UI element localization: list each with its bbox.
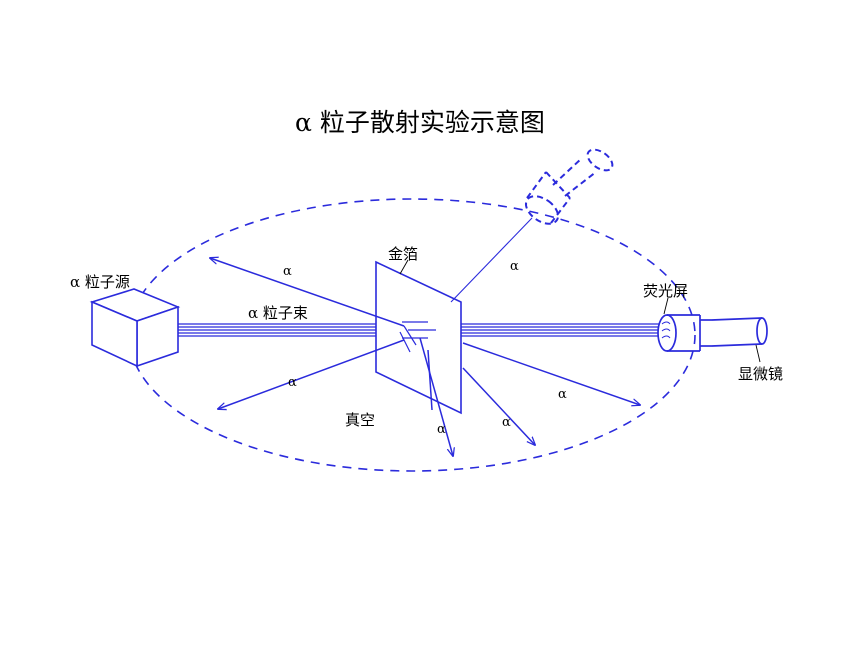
alpha-ray-label-back-down: α bbox=[288, 375, 297, 390]
scatter-ray-back-down bbox=[218, 339, 405, 409]
vacuum-label: 真空 bbox=[345, 411, 375, 429]
scatter-ray-down-near bbox=[427, 349, 433, 411]
leader-lines bbox=[399, 259, 761, 363]
scatter-ray-down-steep bbox=[419, 337, 453, 456]
gold-foil-label: 金箔 bbox=[388, 245, 418, 263]
particle-beam-transmitted bbox=[461, 323, 662, 337]
scatter-ray-down-right bbox=[462, 367, 535, 445]
alpha-ray-label-up-right: α bbox=[510, 259, 519, 274]
microscope-label: 显微镜 bbox=[738, 365, 783, 383]
scatter-ray-right bbox=[462, 342, 640, 405]
movable-microscope-dashed bbox=[524, 148, 614, 225]
alpha-ray-label-back-up: α bbox=[283, 264, 292, 279]
scatter-ray-back-up bbox=[210, 258, 405, 327]
alpha-ray-label-down: α bbox=[437, 422, 446, 437]
fluorescent-screen-label: 荧光屏 bbox=[643, 282, 688, 300]
particle-beam-label: α 粒子束 bbox=[248, 304, 308, 322]
diagram-title: α 粒子散射实验示意图 bbox=[295, 108, 545, 137]
scattered-rays bbox=[210, 217, 640, 456]
scatter-ray-up-right bbox=[450, 217, 533, 303]
alpha-ray-label-right: α bbox=[558, 387, 567, 402]
screen-microscope bbox=[657, 314, 768, 352]
alpha-source-box bbox=[89, 288, 181, 368]
particle-beam-incoming bbox=[176, 323, 412, 337]
alpha-source-label: α 粒子源 bbox=[70, 273, 130, 291]
particle-beam-through-foil bbox=[399, 321, 436, 353]
alpha-ray-label-down-right: α bbox=[502, 415, 511, 430]
